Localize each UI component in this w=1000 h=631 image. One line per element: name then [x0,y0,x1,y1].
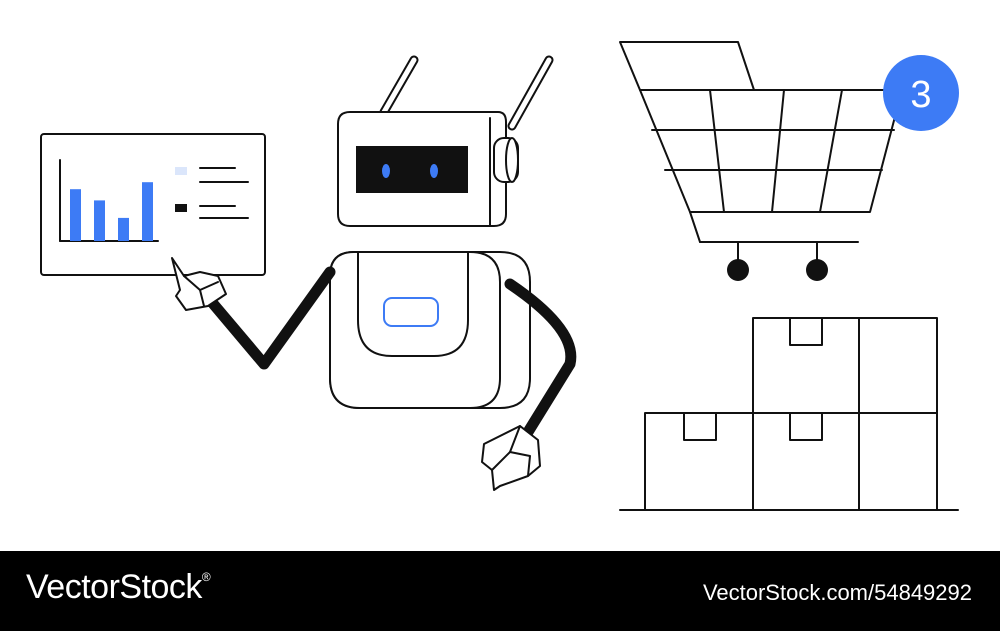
robot-eye-right [430,164,438,178]
robot-icon [171,55,577,491]
image-id-text: VectorStock.com/54849292 [702,580,972,605]
cart-wheel-right [806,259,828,281]
boxes-icon [619,317,959,511]
legend-swatch-dark [175,204,187,212]
robot-chest-panel [383,297,439,327]
illustration-scene: 3 [40,41,959,511]
chart-bar [118,217,129,241]
chart-bar [94,200,105,241]
chart-bar [142,182,153,241]
chart-bar [70,189,81,241]
cart-wheel-left [727,259,749,281]
robot-visor [356,146,468,193]
shopping-cart-icon [619,41,903,281]
footer-bar [0,551,1000,631]
robot-eye-left [382,164,390,178]
chart-bars [70,182,153,241]
chart-board-icon [40,133,266,276]
registered-mark: ® [201,570,211,584]
cart-badge-count: 3 [910,74,931,116]
legend-swatch-light [175,167,187,175]
brand-name: VectorStock [26,568,202,606]
cart-badge: 3 [883,55,959,131]
vectorstock-logo: VectorStock® [26,568,211,607]
